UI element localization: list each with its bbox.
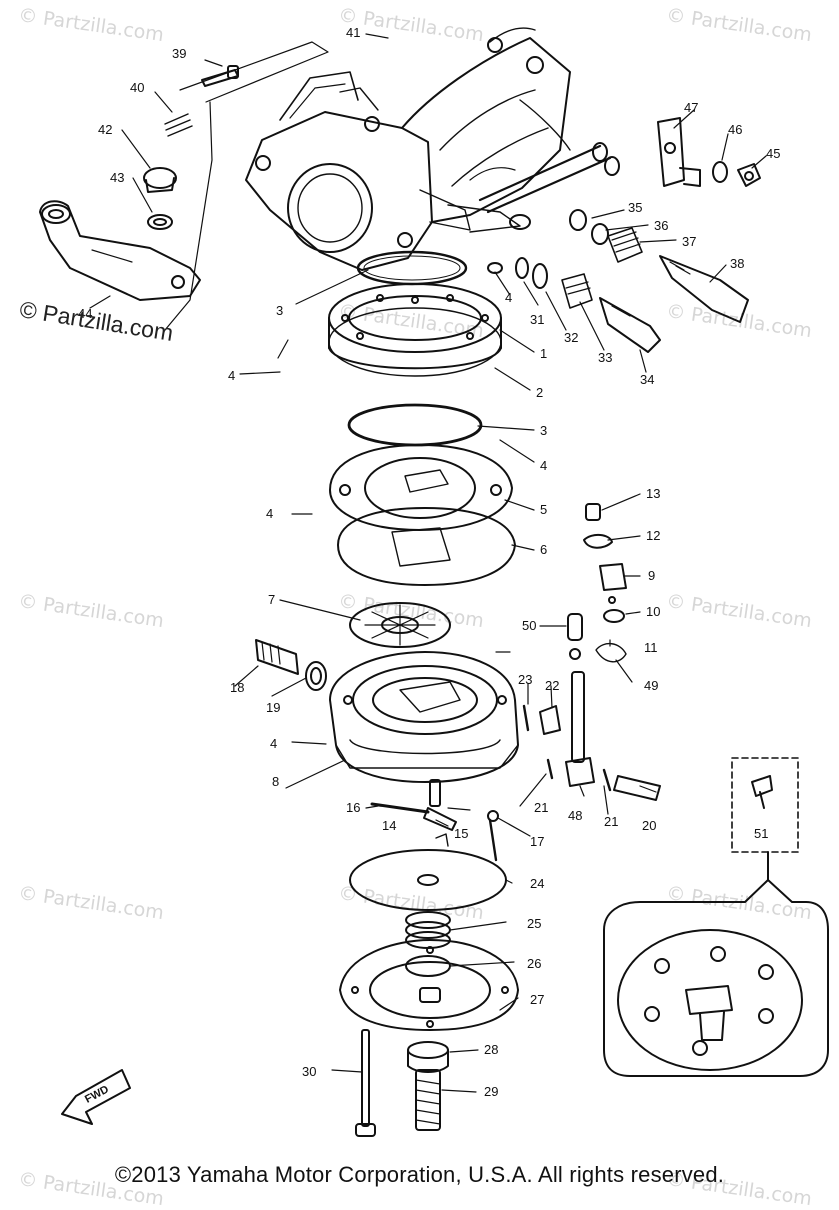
callout-45: 45 <box>766 146 780 161</box>
copyright-notice: ©2013 Yamaha Motor Corporation, U.S.A. A… <box>114 1162 725 1187</box>
callout-13: 13 <box>646 486 660 501</box>
inset-detail <box>603 757 829 1077</box>
callout-28: 28 <box>484 1042 498 1057</box>
callout-50: 50 <box>522 618 536 633</box>
callout-12: 12 <box>646 528 660 543</box>
callout-51: 51 <box>754 826 768 841</box>
callout-22: 22 <box>545 678 559 693</box>
callout-20: 20 <box>642 818 656 833</box>
leader-lines <box>89 33 767 1093</box>
callout-21: 21 <box>534 800 548 815</box>
regulator-parts <box>339 779 519 1137</box>
callout-8: 8 <box>272 774 279 789</box>
callout-32: 32 <box>564 330 578 345</box>
callout-43: 43 <box>110 170 124 185</box>
throttle-shaft-parts <box>487 117 761 353</box>
forward-arrow <box>61 1069 131 1125</box>
gasket-stack <box>328 250 516 648</box>
callout-47: 47 <box>684 100 698 115</box>
callout-29: 29 <box>484 1084 498 1099</box>
callout-41: 41 <box>346 25 360 40</box>
callout-21: 21 <box>604 814 618 829</box>
callout-39: 39 <box>172 46 186 61</box>
needle-valve-parts <box>255 503 661 801</box>
fwd-label: FWD <box>83 1083 111 1105</box>
callout-4: 4 <box>266 506 273 521</box>
callout-23: 23 <box>518 672 532 687</box>
callout-4: 4 <box>270 736 277 751</box>
callout-33: 33 <box>598 350 612 365</box>
callout-49: 49 <box>644 678 658 693</box>
callout-19: 19 <box>266 700 280 715</box>
callout-37: 37 <box>682 234 696 249</box>
callout-24: 24 <box>530 876 544 891</box>
callout-4: 4 <box>505 290 512 305</box>
callout-6: 6 <box>540 542 547 557</box>
callout-48: 48 <box>568 808 582 823</box>
callout-18: 18 <box>230 680 244 695</box>
callout-44: 44 <box>78 306 92 321</box>
callout-3: 3 <box>540 423 547 438</box>
callout-27: 27 <box>530 992 544 1007</box>
callout-11: 11 <box>644 640 658 655</box>
pump-body <box>329 651 519 783</box>
callout-38: 38 <box>730 256 744 271</box>
callout-25: 25 <box>527 916 541 931</box>
callout-2: 2 <box>536 385 543 400</box>
callout-16: 16 <box>346 800 360 815</box>
callout-35: 35 <box>628 200 642 215</box>
callout-4: 4 <box>540 458 547 473</box>
callout-40: 40 <box>130 80 144 95</box>
callout-5: 5 <box>540 502 547 517</box>
callout-42: 42 <box>98 122 112 137</box>
callout-9: 9 <box>648 568 655 583</box>
callout-34: 34 <box>640 372 654 387</box>
callout-4: 4 <box>228 368 235 383</box>
callout-10: 10 <box>646 604 660 619</box>
callout-26: 26 <box>527 956 541 971</box>
callout-7: 7 <box>268 592 275 607</box>
callout-36: 36 <box>654 218 668 233</box>
carburetor-body <box>245 27 620 271</box>
callout-labels: 1 2 3 3 4 4 4 4 4 5 6 7 8 9 10 11 12 13 … <box>78 25 780 1106</box>
lever-assembly <box>39 41 329 331</box>
callout-15: 15 <box>454 826 468 841</box>
callout-46: 46 <box>728 122 742 137</box>
callout-3: 3 <box>276 303 283 318</box>
callout-1: 1 <box>540 346 547 361</box>
callout-31: 31 <box>530 312 544 327</box>
callout-14: 14 <box>382 818 396 833</box>
callout-30: 30 <box>302 1064 316 1079</box>
callout-17: 17 <box>530 834 544 849</box>
